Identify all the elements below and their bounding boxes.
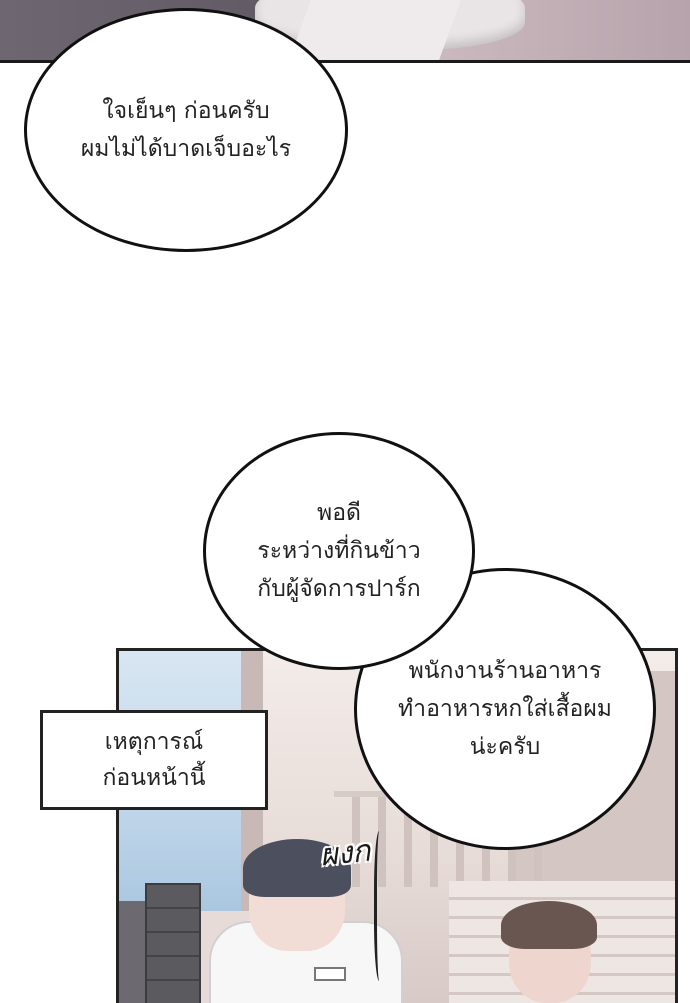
caption-line: ก่อนหน้านี้: [102, 765, 206, 791]
speech-line: ใจเย็นๆ ก่อนครับ: [102, 98, 270, 124]
speech-line: พนักงานร้านอาหาร: [408, 658, 602, 684]
name-badge: [314, 967, 346, 981]
panel-art-cabinet: [145, 883, 201, 1003]
character-waiter-hair: [243, 839, 351, 897]
panel-art-shelf: [119, 901, 149, 1003]
speech-bubble-1: ใจเย็นๆ ก่อนครับ ผมไม่ได้บาดเจ็บอะไร: [24, 8, 348, 252]
speech-bubble-2: พอดี ระหว่างที่กินข้าว กับผู้จัดการปาร์ก: [203, 432, 475, 670]
speech-line: ผมไม่ได้บาดเจ็บอะไร: [80, 136, 292, 162]
narration-caption: เหตุการณ์ ก่อนหน้านี้: [40, 710, 268, 810]
speech-line: พอดี: [317, 500, 361, 526]
speech-line: ทำอาหารหกใส่เสื้อผม: [398, 696, 612, 722]
character-man-hair: [501, 901, 597, 949]
motion-line: [374, 831, 387, 981]
sound-effect-text: ผงก: [318, 833, 373, 874]
speech-line: ระหว่างที่กินข้าว: [257, 538, 421, 564]
panel-art-sleeve: [289, 0, 461, 60]
caption-line: เหตุการณ์: [104, 729, 204, 755]
speech-line: กับผู้จัดการปาร์ก: [257, 576, 421, 602]
speech-line: น่ะครับ: [469, 734, 541, 760]
